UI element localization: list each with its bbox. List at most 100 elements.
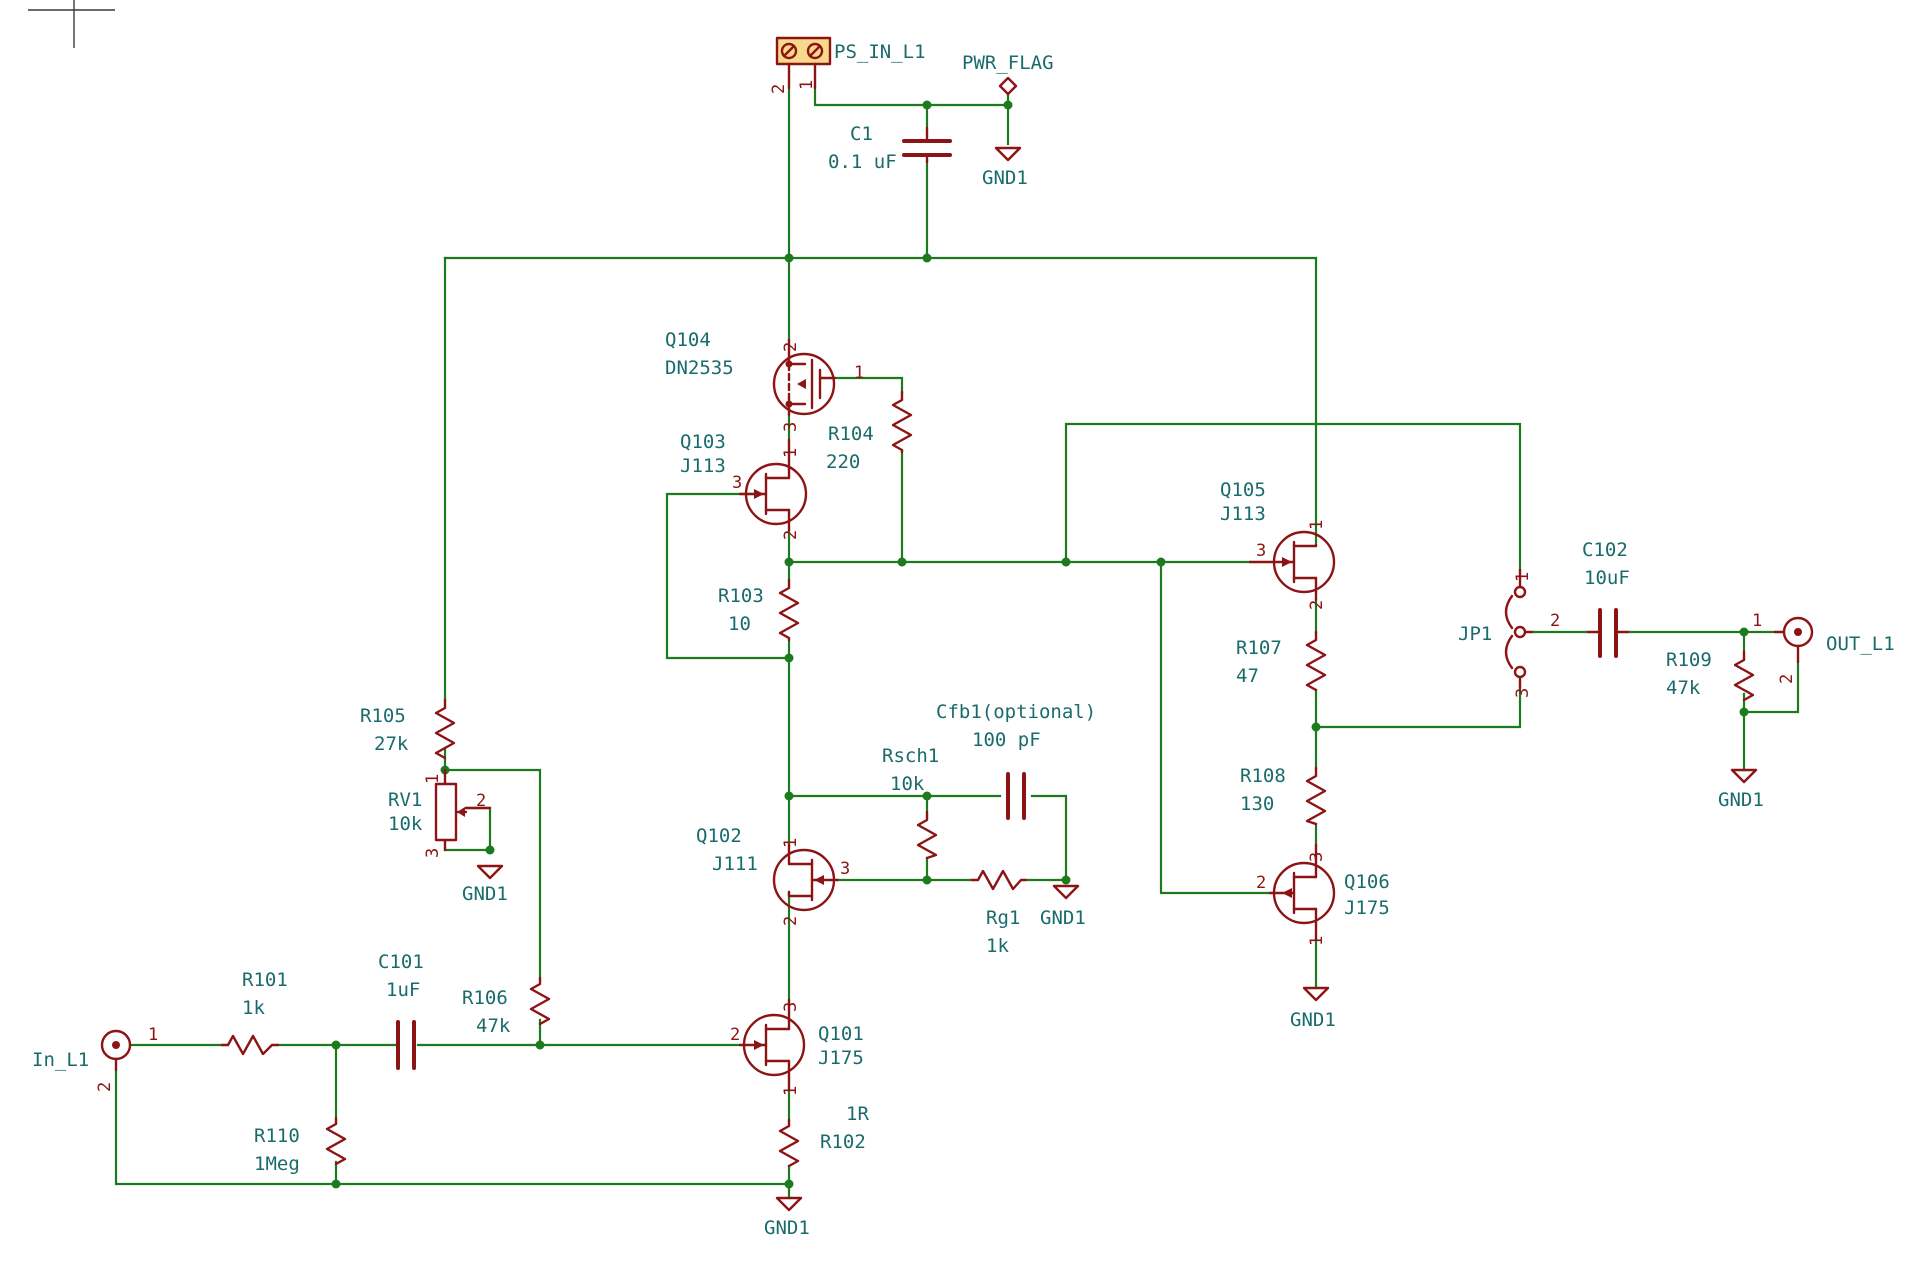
q101-value: J175 [818,1047,864,1069]
resistor-rg1[interactable] [970,869,1028,891]
pin-label: 3 [781,422,801,432]
rsch1-ref: Rsch1 [882,745,939,767]
r110-value: 1Meg [254,1153,300,1175]
pin-label: 1 [1307,936,1327,946]
q105-value: J113 [1220,503,1266,525]
pin-label: 3 [840,859,850,879]
pin-label: 1 [148,1025,158,1045]
r109-value: 47k [1666,677,1701,699]
ground-symbol [1730,768,1758,784]
q103-value: J113 [680,455,726,477]
r101-value: 1k [242,997,265,1019]
capacitor-cfb1[interactable] [1006,772,1026,820]
pin-label: 1 [423,774,443,784]
r104-value: 220 [826,451,860,473]
jfet-q105[interactable] [1248,530,1336,602]
r103-value: 10 [728,613,751,635]
rv1-ref: RV1 [388,789,422,811]
ground-symbol [1052,884,1080,900]
capacitor-c102[interactable] [1586,608,1630,658]
pin-label: 2 [95,1082,115,1092]
resistor-r109[interactable] [1733,650,1755,702]
pwr-flag-label: PWR_FLAG [962,52,1054,74]
pin-label: 2 [1256,873,1266,893]
resistor-r107[interactable] [1305,630,1327,692]
r108-value: 130 [1240,793,1274,815]
resistor-r106[interactable] [529,976,551,1026]
pin-label: 1 [1307,520,1327,530]
r104-ref: R104 [828,423,874,445]
pin-label: 1 [854,363,864,383]
resistor-r101[interactable] [220,1034,280,1056]
gnd-label: GND1 [1290,1009,1336,1031]
r102-value: 1R [846,1103,869,1125]
ps-in-label: PS_IN_L1 [834,41,926,63]
r102-ref: R102 [820,1131,866,1153]
c102-value: 10uF [1584,567,1630,589]
input-jack[interactable] [100,1029,132,1072]
r110-ref: R110 [254,1125,300,1147]
pin-label: 2 [781,530,801,540]
q102-value: J111 [712,853,758,875]
pin-label: 3 [781,1002,801,1012]
potentiometer-rv1[interactable] [434,768,492,852]
c102-ref: C102 [1582,539,1628,561]
resistor-r104[interactable] [891,390,913,454]
pin-label: 2 [781,916,801,926]
r105-ref: R105 [360,705,406,727]
ground-symbol [1302,986,1330,1002]
jfet-q101[interactable] [738,998,806,1092]
cfb1-ref: Cfb1(optional) [936,701,1096,723]
pin-label: 1 [781,838,801,848]
resistor-r103[interactable] [778,578,800,642]
pin-label: 2 [476,791,486,811]
r107-value: 47 [1236,665,1259,687]
c1-value: 0.1 uF [828,151,897,173]
resistor-r108[interactable] [1305,766,1327,826]
r105-value: 27k [374,733,409,755]
q105-ref: Q105 [1220,479,1266,501]
output-jack[interactable] [1773,616,1814,664]
capacitor-c101[interactable] [396,1020,416,1070]
gnd-label: GND1 [462,883,508,905]
rg1-value: 1k [986,935,1009,957]
jumper-jp1[interactable] [1504,568,1534,690]
r106-ref: R106 [462,987,508,1009]
resistor-r105[interactable] [434,698,456,760]
pin-label: 1 [797,80,817,90]
in-label: In_L1 [32,1049,89,1071]
c101-ref: C101 [378,951,424,973]
jfet-q102[interactable] [772,843,840,912]
ground-symbol [476,864,504,880]
ps-in-connector[interactable] [775,36,832,90]
r103-ref: R103 [718,585,764,607]
junction-dots [331,100,1749,1189]
pin-label: 1 [781,448,801,458]
resistor-r110[interactable] [325,1116,347,1166]
resistor-rsch1[interactable] [916,810,938,860]
ground-symbol [775,1196,803,1212]
resistor-r102[interactable] [778,1118,800,1168]
q102-ref: Q102 [696,825,742,847]
pin-label: 2 [1550,611,1560,631]
jp1-ref: JP1 [1458,623,1492,645]
pin-label: 3 [1513,688,1533,698]
r109-ref: R109 [1666,649,1712,671]
capacitor-c1[interactable] [902,126,952,164]
rv1-value: 10k [388,813,423,835]
pin-label: 1 [781,1086,801,1096]
pin-label: 2 [730,1025,740,1045]
q106-value: J175 [1344,897,1390,919]
q104-value: DN2535 [665,357,734,379]
pin-label: 2 [781,342,801,352]
pin-label: 1 [1513,572,1533,582]
r107-ref: R107 [1236,637,1282,659]
jfet-q106[interactable] [1268,843,1336,942]
origin-crosshair [28,0,115,48]
jfet-q103[interactable] [738,438,808,532]
pin-label: 3 [1307,852,1327,862]
mosfet-q104[interactable] [772,338,837,417]
ground-symbol [994,146,1022,162]
pin-label: 3 [1256,541,1266,561]
